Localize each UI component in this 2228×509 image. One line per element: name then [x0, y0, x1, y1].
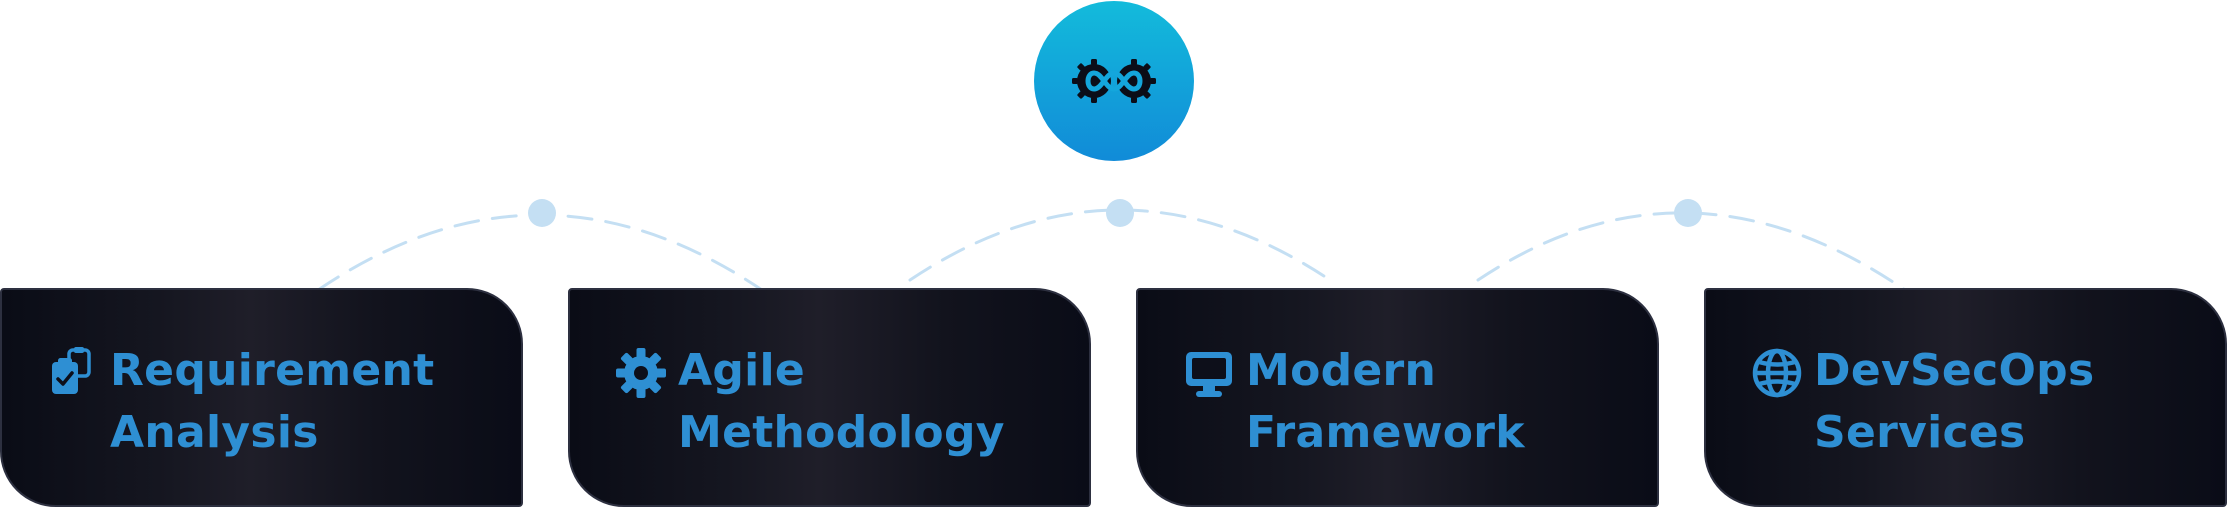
- step-label-line2: Analysis: [110, 407, 319, 458]
- connector-arc-2: [908, 208, 1332, 282]
- step-label-line1: DevSecOps: [1814, 345, 2095, 396]
- step-label-line2: Framework: [1246, 407, 1525, 458]
- connector-arc-1: [316, 213, 764, 292]
- step-label-line2: Methodology: [678, 407, 1005, 458]
- monitor-icon: [1182, 346, 1236, 400]
- infinity-gears-icon: [1072, 59, 1156, 103]
- globe-icon: [1750, 346, 1804, 400]
- step-label-line1: Agile: [678, 345, 806, 396]
- step-label-line2: Services: [1814, 407, 2026, 458]
- step-label-line1: Requirement: [110, 345, 435, 396]
- step-label-line1: Modern: [1246, 345, 1437, 396]
- connector-dot-2: [1106, 199, 1134, 227]
- hub-circle: [1034, 1, 1194, 161]
- clipboard-check-icon: [46, 346, 100, 400]
- connector-dot-3: [1674, 199, 1702, 227]
- connector-arc-3: [1476, 211, 1910, 294]
- connector-dot-1: [528, 199, 556, 227]
- gear-icon: [614, 346, 668, 400]
